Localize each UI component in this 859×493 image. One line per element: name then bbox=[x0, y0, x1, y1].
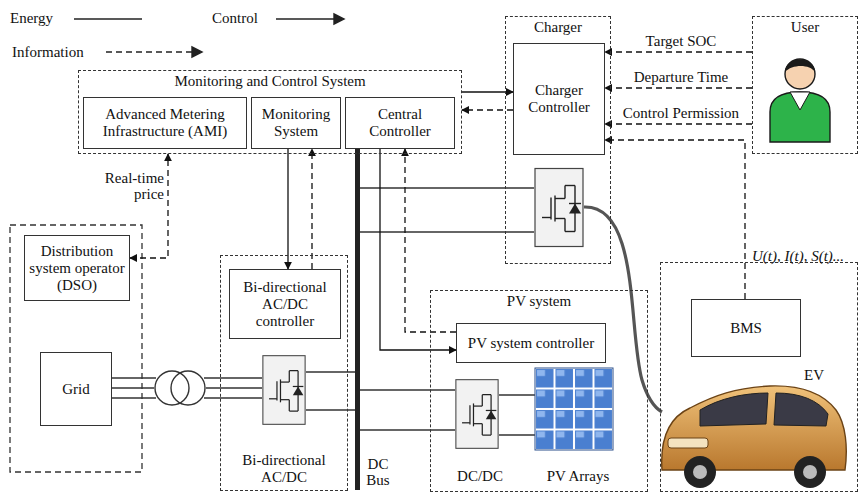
group-heading: Monitoring and Control System bbox=[79, 73, 461, 90]
box-label: Distribution system operator (DSO) bbox=[25, 240, 129, 297]
information-arrow bbox=[605, 51, 752, 52]
edge-label: Control Permission bbox=[612, 105, 750, 121]
box-label: Central Controller bbox=[346, 103, 454, 143]
edge-label: U(t), I(t), S(t)... bbox=[752, 248, 856, 264]
box-label: Grid bbox=[58, 378, 94, 401]
edge-label: Target SOC bbox=[612, 33, 750, 49]
transformer-symbol bbox=[155, 371, 205, 405]
group-heading: PV system bbox=[431, 293, 647, 310]
group-heading: Charger bbox=[506, 19, 610, 36]
user-group: User bbox=[752, 16, 858, 154]
group-heading: User bbox=[753, 19, 857, 36]
information-arrow bbox=[605, 123, 752, 124]
part-label: DC Bus bbox=[363, 456, 393, 488]
group-heading: EV bbox=[804, 367, 824, 384]
box-label: PV system controller bbox=[464, 332, 598, 355]
box-label: Advanced Metering Infrastructure (AMI) bbox=[84, 103, 246, 143]
user-icon bbox=[770, 59, 830, 142]
ac-dc-converter bbox=[263, 356, 305, 425]
system-group: Monitoring and Control SystemAdvanced Me… bbox=[78, 70, 462, 154]
process-box: PV system controller bbox=[456, 323, 606, 363]
legend-text: Energy bbox=[10, 10, 53, 26]
control-arrow bbox=[287, 149, 288, 269]
group-heading: Bi-directional AC/DC bbox=[223, 452, 345, 486]
grid-box: Grid bbox=[40, 352, 112, 426]
pv-array bbox=[535, 368, 613, 450]
information-arrow bbox=[605, 87, 752, 88]
dc-dc-converter bbox=[456, 380, 498, 449]
process-box: Advanced Metering Infrastructure (AMI) bbox=[83, 97, 247, 149]
edge-label: Real-time price bbox=[92, 170, 164, 202]
process-box: Central Controller bbox=[345, 97, 455, 149]
information-head bbox=[192, 47, 202, 57]
edge-label: Departure Time bbox=[612, 69, 750, 85]
process-box: Monitoring System bbox=[251, 97, 341, 149]
information-sample bbox=[106, 51, 192, 52]
part-label: PV Arrays bbox=[538, 468, 618, 484]
converter-group: Bi-directional AC/DC Bi-directional AC/DC… bbox=[220, 255, 348, 491]
control-head bbox=[334, 14, 344, 24]
legend-text: Control bbox=[212, 10, 258, 26]
ev-car bbox=[662, 386, 847, 488]
process-box: Distribution system operator (DSO) bbox=[24, 235, 130, 301]
pv-group: PV system PV system controller bbox=[430, 290, 648, 492]
ev-group: EV BMS bbox=[660, 262, 858, 492]
box-label: Monitoring System bbox=[252, 103, 340, 143]
box-label: Bi-directional AC/DC controller bbox=[230, 276, 340, 333]
dso-region bbox=[10, 225, 142, 472]
part-label: DC/DC bbox=[450, 468, 510, 484]
legend-text: Information bbox=[12, 44, 84, 60]
information-arrow bbox=[311, 149, 312, 269]
charger-group: ChargerCharger Controller bbox=[505, 16, 611, 264]
information-arrow bbox=[605, 140, 745, 299]
control-arrow bbox=[380, 149, 456, 350]
box-label: BMS bbox=[726, 317, 766, 340]
process-box: BMS bbox=[691, 299, 801, 357]
energy-sample bbox=[74, 18, 142, 19]
dc-bus bbox=[355, 148, 360, 490]
process-box: Bi-directional AC/DC controller bbox=[229, 269, 341, 339]
legend-samples bbox=[74, 14, 344, 57]
charging-cable bbox=[584, 207, 662, 412]
control-sample bbox=[276, 18, 334, 19]
process-box: Charger Controller bbox=[513, 43, 605, 155]
charger-converter bbox=[535, 169, 583, 247]
box-label: Charger Controller bbox=[514, 79, 604, 119]
